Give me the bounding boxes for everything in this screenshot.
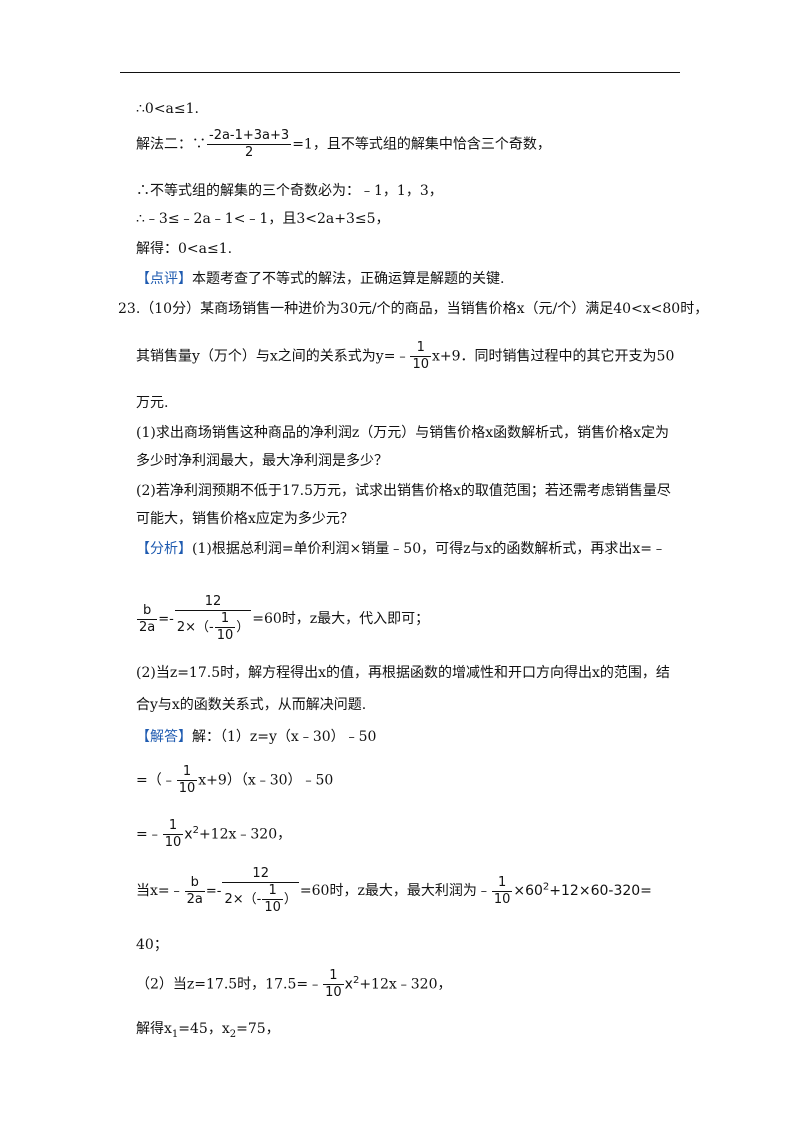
question-23-part1-line-1: (1)求出商场销售这种商品的净利润z（万元）与销售价格x函数解析式，销售价格x定… bbox=[136, 425, 669, 441]
analysis-line-3: (2)当z=17.5时，解方程得出x的值，再根据函数的增减性和开口方向得出x的范… bbox=[136, 665, 670, 681]
analysis-tag: 【分析】 bbox=[136, 541, 192, 557]
question-23-part2-line-1: (2)若净利润预期不低于17.5万元，试求出销售价格x的取值范围；若还需考虑销售… bbox=[136, 483, 671, 499]
question-23-line-3: 万元. bbox=[136, 395, 169, 411]
analysis-line-4: 合y与x的函数关系式，从而解决问题. bbox=[136, 697, 367, 713]
comment-tag: 【点评】 bbox=[136, 271, 192, 287]
text-line-3: ∴不等式组的解集的三个奇数必为：﹣1，1，3， bbox=[136, 183, 443, 199]
question-23-line-1: 23.（10分）某商场销售一种进价为30元/个的商品，当销售价格x（元/个）满足… bbox=[118, 301, 709, 317]
question-23-part1-line-2: 多少时净利润最大，最大净利润是多少？ bbox=[136, 453, 388, 469]
solution-line-5: 40； bbox=[136, 937, 168, 953]
analysis-line-1: 【分析】(1)根据总利润=单价利润×销量﹣50，可得z与x的函数解析式，再求出x… bbox=[136, 541, 667, 557]
text-line-1: ∴0<a≤1. bbox=[136, 101, 199, 117]
question-23-part2-line-2: 可能大，销售价格x应定为多少元？ bbox=[136, 511, 354, 527]
text-line-5: 解得：0<a≤1. bbox=[136, 241, 233, 257]
text-line-4: ∴﹣3≤﹣2a﹣1<﹣1，且3<2a+3≤5， bbox=[136, 211, 390, 227]
comment-line: 【点评】本题考查了不等式的解法，正确运算是解题的关键. bbox=[136, 271, 505, 287]
header-rule bbox=[120, 72, 680, 73]
solution-line-7: 解得x1=45，x2=75， bbox=[136, 1021, 280, 1040]
solution-line-1: 【解答】解：（1）z=y（x﹣30）﹣50 bbox=[136, 729, 377, 745]
solution-tag: 【解答】 bbox=[136, 729, 192, 745]
